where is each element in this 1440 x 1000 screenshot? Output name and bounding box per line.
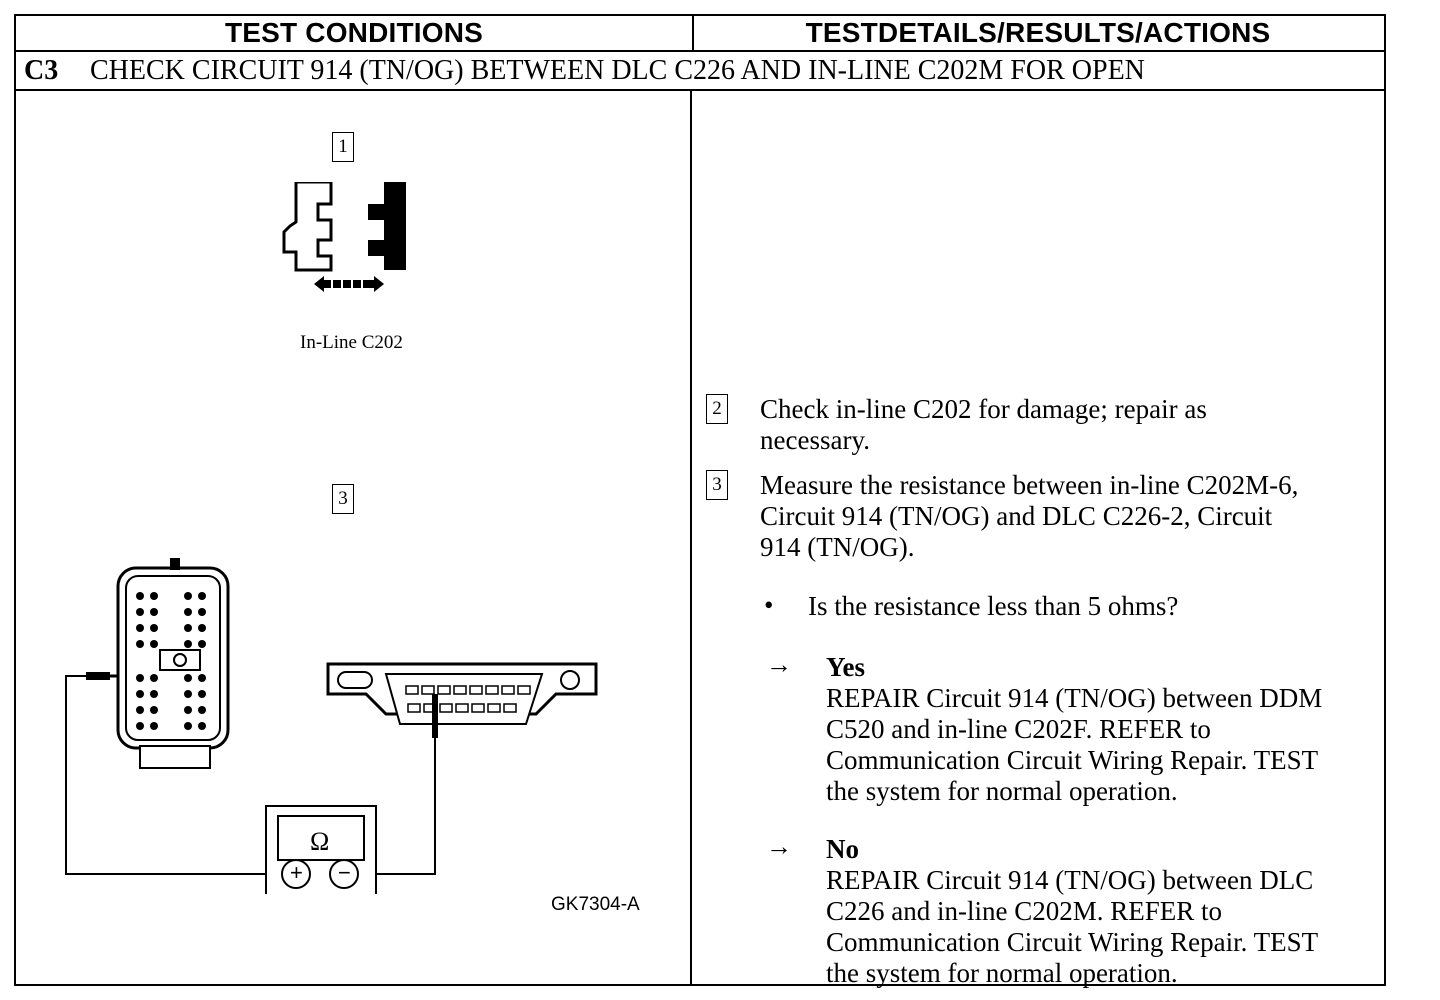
inline-connector-icon: [282, 182, 406, 292]
test-table: TEST CONDITIONS TESTDETAILS/RESULTS/ACTI…: [14, 14, 1386, 989]
bullet-icon: •: [764, 590, 774, 620]
question-text: Is the resistance less than 5 ohms?: [808, 591, 1179, 621]
connector-label: In-Line C202: [300, 332, 403, 353]
ohm-symbol: Ω: [310, 827, 330, 856]
step-3-marker: 3: [332, 484, 354, 514]
text-line: 914 (TN/OG).: [760, 532, 915, 562]
step-3-text: Measure the resistance between in-line C…: [760, 470, 1380, 563]
outcome-no: No REPAIR Circuit 914 (TN/OG) between DL…: [826, 834, 1386, 989]
minus-terminal-icon: −: [338, 860, 351, 885]
test-diagram: 1 In-Line C202 3: [16, 92, 690, 986]
column-divider: [690, 91, 692, 986]
header-test-details: TESTDETAILS/RESULTS/ACTIONS: [805, 17, 1271, 48]
text-line: Check in-line C202 for damage; repair as: [760, 394, 1207, 424]
text-line: REPAIR Circuit 914 (TN/OG) between DLC: [826, 865, 1314, 895]
text-line: Circuit 914 (TN/OG) and DLC C226-2, Circ…: [760, 501, 1273, 531]
step-title: CHECK CIRCUIT 914 (TN/OG) BETWEEN DLC C2…: [90, 55, 1145, 86]
text-line: REPAIR Circuit 914 (TN/OG) between DDM: [826, 683, 1323, 713]
step-1-marker: 1: [332, 132, 354, 162]
wiring-schematic: [65, 558, 598, 894]
step-title-bar: C3 CHECK CIRCUIT 914 (TN/OG) BETWEEN DLC…: [16, 52, 1384, 90]
step-rule: [16, 89, 1384, 91]
header-test-conditions: TEST CONDITIONS: [224, 17, 484, 48]
figure-id: GK7304-A: [551, 894, 640, 915]
text-line: necessary.: [760, 425, 870, 455]
text-line: Measure the resistance between in-line C…: [760, 470, 1299, 500]
no-label: No: [826, 834, 859, 864]
arrow-right-icon: →: [766, 650, 792, 679]
step-3-detail-marker: 3: [706, 470, 728, 500]
text-line: C226 and in-line C202M. REFER to: [826, 896, 1223, 926]
text-line: the system for normal operation.: [826, 958, 1178, 988]
plus-terminal-icon: +: [290, 860, 303, 885]
arrow-right-icon: →: [766, 832, 792, 861]
text-line: Communication Circuit Wiring Repair. TES…: [826, 745, 1319, 775]
step-id: C3: [24, 55, 59, 86]
text-line: Communication Circuit Wiring Repair. TES…: [826, 927, 1319, 957]
step-2-marker: 2: [706, 394, 728, 424]
header-rule: [16, 50, 1384, 52]
text-line: C520 and in-line C202F. REFER to: [826, 714, 1211, 744]
step-2-text: Check in-line C202 for damage; repair as…: [760, 394, 1360, 456]
outcome-yes: Yes REPAIR Circuit 914 (TN/OG) between D…: [826, 652, 1386, 807]
text-line: the system for normal operation.: [826, 776, 1178, 806]
yes-label: Yes: [826, 652, 865, 682]
header-divider: [692, 16, 694, 50]
